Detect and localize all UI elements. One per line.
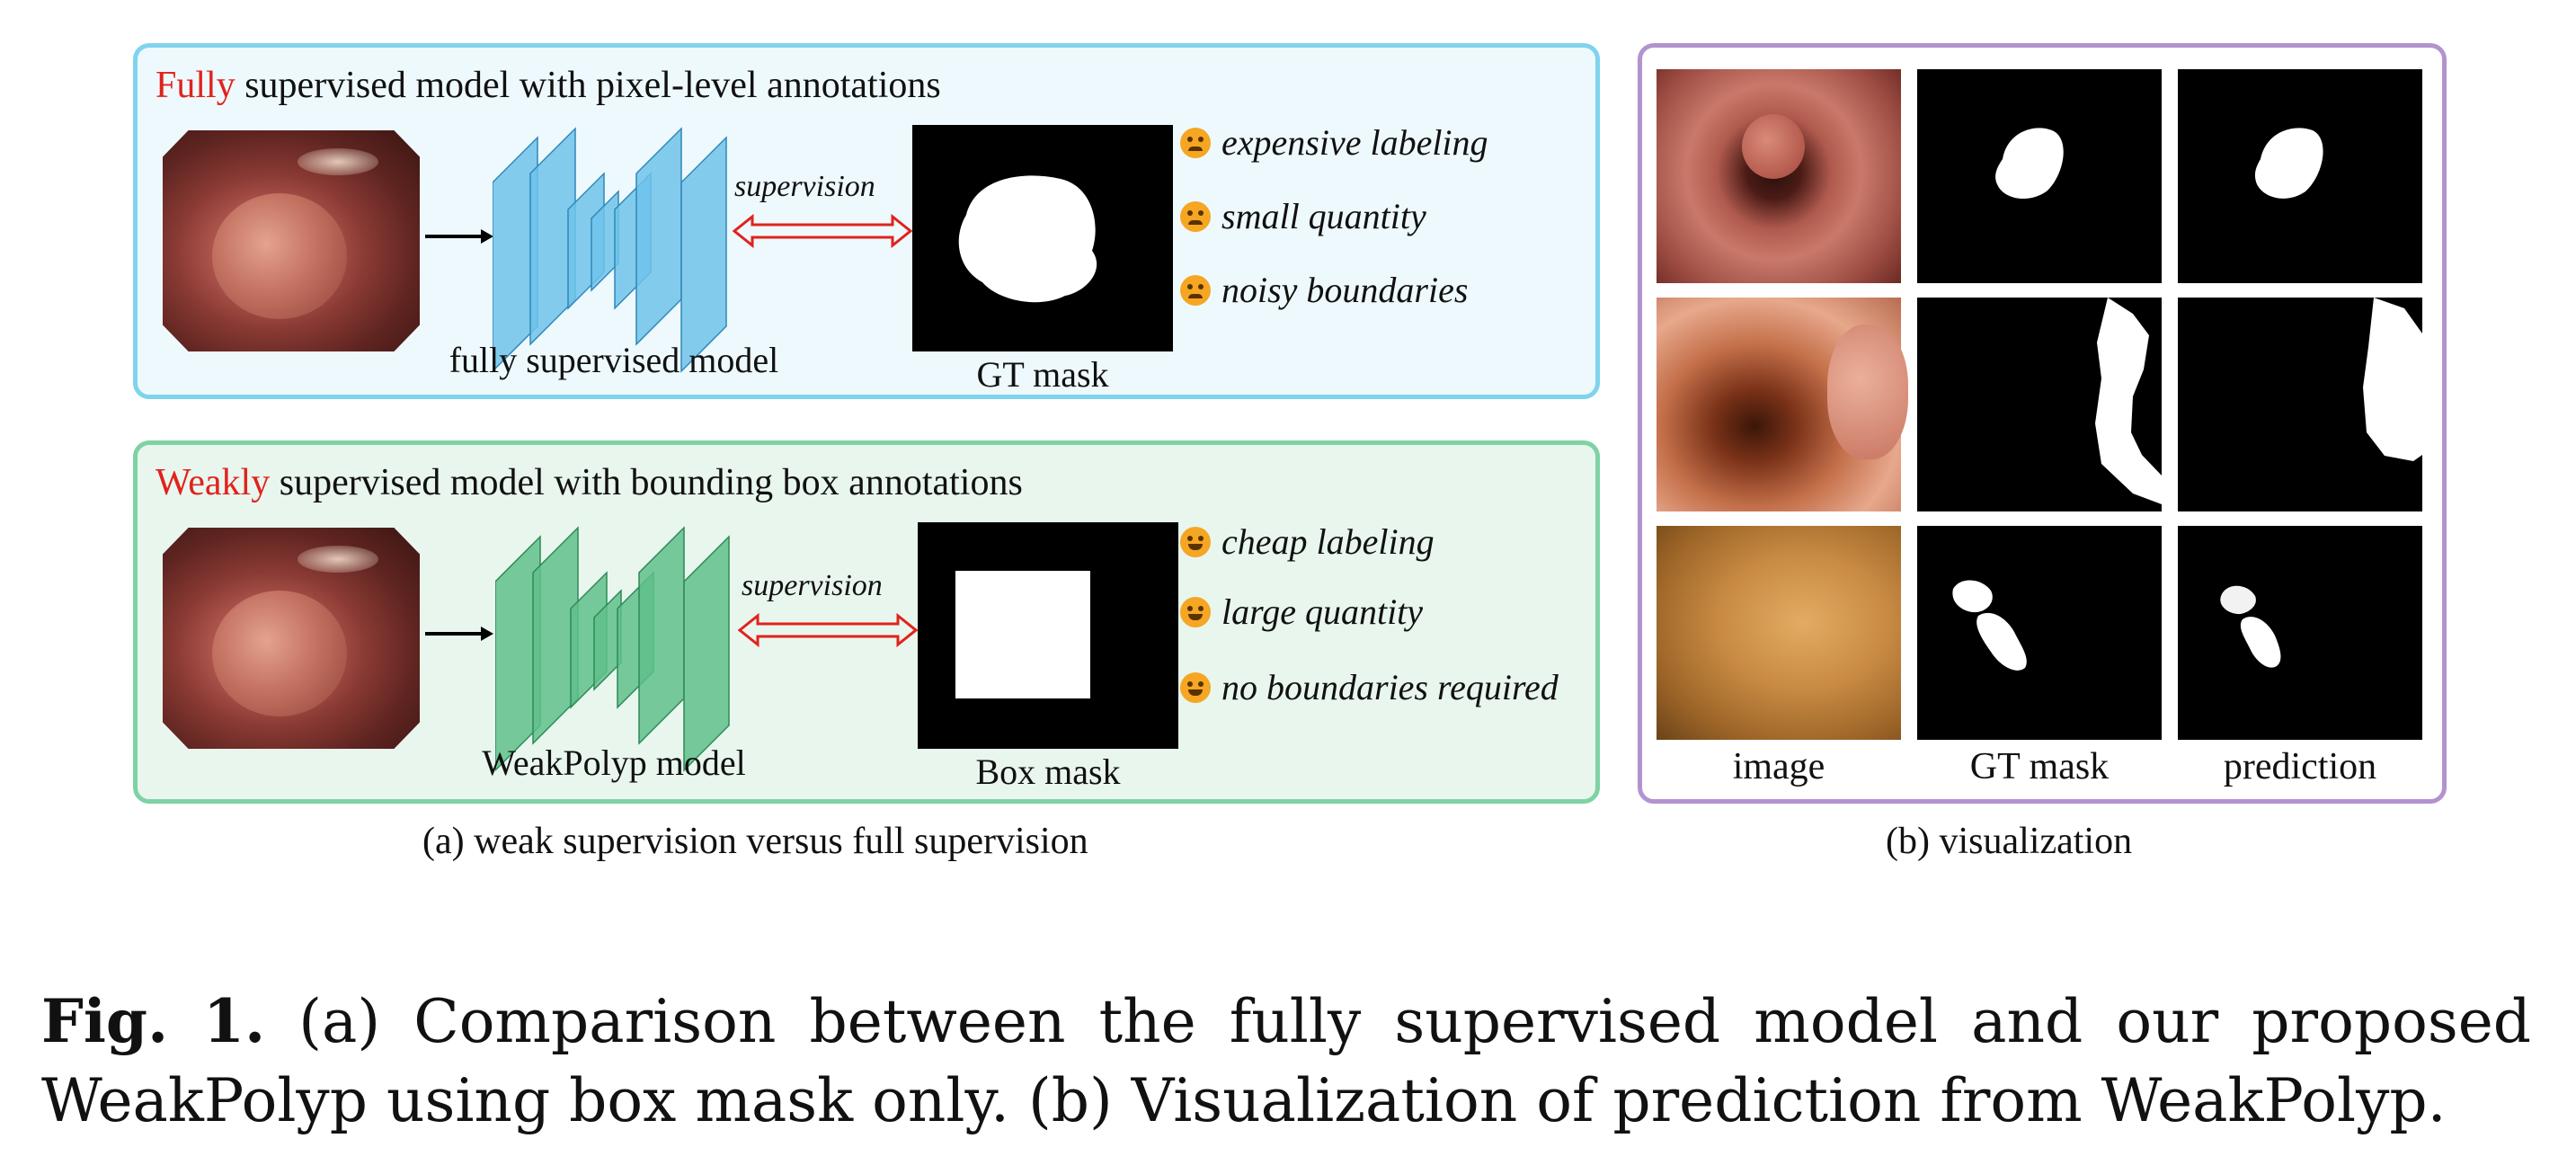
sad-face-icon bbox=[1180, 127, 1211, 158]
weak-supervision-label: supervision bbox=[742, 569, 883, 602]
weakly-supervised-panel: Weakly supervised model with bounding bo… bbox=[133, 440, 1600, 804]
colonoscopy-image bbox=[163, 130, 420, 351]
title-keyword-weakly: Weakly bbox=[155, 462, 271, 503]
vis-label-image: image bbox=[1732, 746, 1825, 787]
figure-label: Fig. 1. bbox=[41, 986, 266, 1056]
sad-face-icon bbox=[1180, 274, 1211, 306]
vis-label-gt-mask: GT mask bbox=[1969, 746, 2110, 787]
visualization-panel: image GT mask prediction bbox=[1638, 43, 2447, 804]
happy-face-icon bbox=[1180, 671, 1211, 703]
title-rest: supervised model with bounding box annot… bbox=[270, 462, 1023, 503]
vis-image-3 bbox=[1657, 526, 1901, 740]
bullet-noisy-boundaries: noisy boundaries bbox=[1180, 269, 1468, 311]
box-mask-shape bbox=[955, 571, 1090, 698]
panel-b-caption: (b) visualization bbox=[1886, 821, 2133, 862]
input-arrow bbox=[425, 229, 493, 244]
bullet-no-boundaries-required: no boundaries required bbox=[1180, 666, 1559, 708]
weakly-supervised-title: Weakly supervised model with bounding bo… bbox=[155, 461, 1023, 504]
full-supervision-label: supervision bbox=[734, 170, 875, 203]
box-mask-label: Box mask bbox=[975, 751, 1121, 792]
full-model-network-diagram bbox=[493, 127, 727, 373]
vis-prediction-2 bbox=[2178, 298, 2422, 511]
full-supervision-arrow bbox=[733, 213, 912, 249]
polyp bbox=[1742, 114, 1805, 179]
vis-image-1 bbox=[1657, 69, 1901, 283]
vis-gt-mask-1 bbox=[1917, 69, 2162, 283]
figure-caption: Fig. 1. (a) Comparison between the fully… bbox=[41, 982, 2531, 1141]
vis-label-prediction: prediction bbox=[2223, 746, 2377, 787]
vis-gt-mask-2 bbox=[1917, 298, 2162, 511]
panel-a-caption: (a) weak supervision versus full supervi… bbox=[422, 821, 1088, 862]
figure-caption-text: (a) Comparison between the fully supervi… bbox=[41, 987, 2532, 1135]
title-rest: supervised model with pixel-level annota… bbox=[235, 65, 941, 106]
happy-face-icon bbox=[1180, 596, 1211, 627]
weak-supervision-arrow bbox=[738, 612, 918, 648]
box-mask-image bbox=[918, 522, 1178, 749]
bullet-large-quantity: large quantity bbox=[1180, 591, 1423, 633]
fully-supervised-panel: Fully supervised model with pixel-level … bbox=[133, 43, 1600, 399]
title-keyword-fully: Fully bbox=[155, 65, 235, 106]
sad-face-icon bbox=[1180, 200, 1211, 232]
vis-image-2 bbox=[1657, 298, 1908, 511]
vis-gt-mask-3 bbox=[1917, 526, 2162, 740]
happy-face-icon bbox=[1180, 526, 1211, 557]
bullet-small-quantity: small quantity bbox=[1180, 195, 1426, 237]
gt-mask-shape bbox=[958, 175, 1097, 303]
fully-supervised-title: Fully supervised model with pixel-level … bbox=[155, 64, 941, 107]
full-model-label: fully supervised model bbox=[449, 340, 779, 380]
colonoscopy-image bbox=[163, 528, 420, 749]
bullet-cheap-labeling: cheap labeling bbox=[1180, 520, 1435, 563]
gt-mask-image bbox=[912, 125, 1173, 351]
gt-mask-label: GT mask bbox=[976, 354, 1109, 395]
weak-model-label: WeakPolyp model bbox=[482, 743, 746, 783]
vis-prediction-3 bbox=[2178, 526, 2422, 740]
polyp bbox=[1827, 325, 1908, 459]
polyp bbox=[212, 193, 347, 319]
polyp bbox=[212, 591, 347, 716]
bullet-expensive-labeling: expensive labeling bbox=[1180, 121, 1488, 164]
weak-model-network-diagram bbox=[495, 526, 730, 772]
input-arrow bbox=[425, 627, 493, 641]
vis-prediction-1 bbox=[2178, 69, 2422, 283]
